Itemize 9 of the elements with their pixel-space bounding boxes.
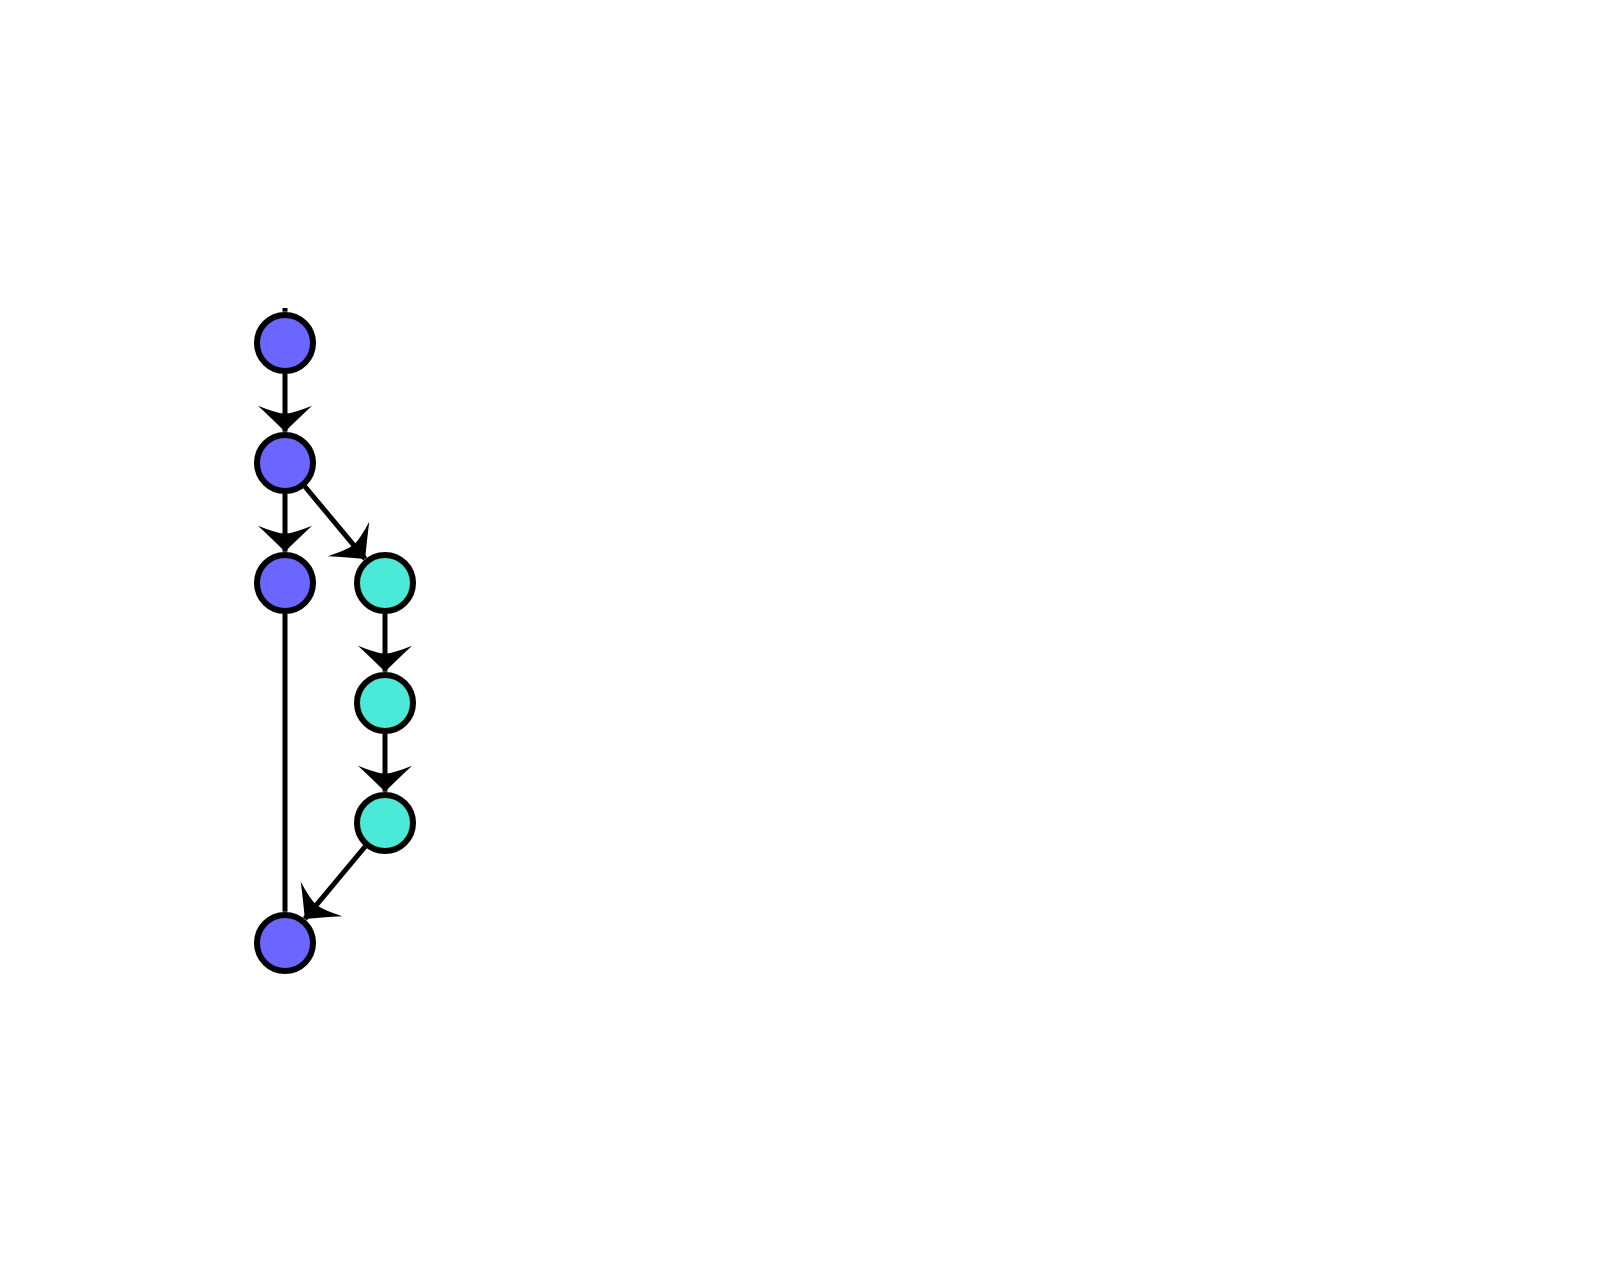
circle-node [254,551,316,614]
line-stub [282,308,288,312]
circle-node [354,791,416,854]
circle-node [254,431,316,494]
circle-node [254,311,316,374]
connector-line [282,613,288,912]
circle-node [354,551,416,614]
circle-node [254,911,316,974]
circle-node [354,671,416,734]
